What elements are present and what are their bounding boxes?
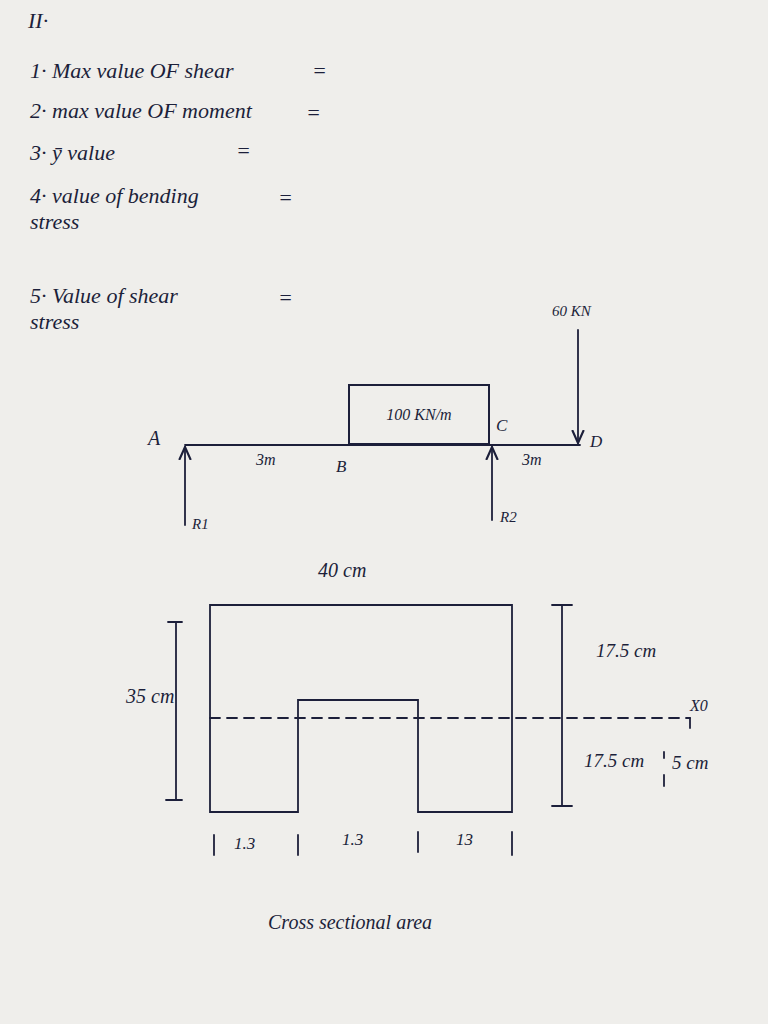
load-arrow [577, 330, 579, 443]
reaction-arrow [491, 447, 493, 520]
question-text: 4· value of bending stress [30, 183, 242, 236]
equals-sign: = [306, 100, 321, 126]
dimension-tick [552, 604, 572, 606]
dimension-tick [663, 775, 665, 786]
dimension-label: 35 cm [126, 684, 174, 708]
dimension-label: 13 [456, 830, 473, 850]
span-length: 3m [522, 450, 542, 469]
dimension-label: 17.5 cm [584, 750, 644, 773]
cross-section [210, 605, 512, 812]
question-text: 5· Value of shear stress [30, 283, 230, 336]
equals-sign: = [312, 58, 327, 84]
dimension-tick [552, 805, 572, 807]
equals-sign: = [236, 138, 251, 164]
question-text: 1· Max value OF shear [30, 58, 233, 84]
point-label: B [336, 457, 346, 477]
point-label: A [148, 426, 160, 450]
reaction-label: R2 [500, 508, 517, 526]
dimension-tick [213, 835, 215, 855]
dimension-line [561, 605, 563, 806]
point-label: C [496, 416, 507, 436]
load-value: 100 KN/m [386, 406, 451, 424]
axis-label: X0 [690, 696, 708, 715]
equals-sign: = [278, 285, 293, 311]
point-label: D [590, 432, 602, 452]
equals-sign: = [278, 185, 293, 211]
dimension-line [175, 622, 177, 800]
neutral-axis [210, 717, 690, 719]
dimension-tick [166, 799, 182, 801]
distributed-load-box: 100 KN/m [348, 384, 490, 445]
dimension-tick [663, 752, 665, 758]
question-text: 2· max value OF moment [30, 98, 252, 124]
axis-tick [689, 718, 691, 728]
section-number: II· [28, 8, 48, 34]
dimension-label: 17.5 cm [596, 640, 656, 663]
dimension-tick [511, 832, 513, 855]
dimension-label: 5 cm [672, 752, 708, 775]
dimension-label: 1.3 [342, 830, 363, 850]
dimension-label: 1.3 [234, 834, 255, 854]
dimension-tick [168, 621, 182, 623]
caption-text: Cross sectional area [268, 910, 432, 934]
dimension-label: 40 cm [318, 558, 366, 582]
question-text: 3· ȳ value [30, 140, 115, 166]
reaction-arrow [184, 447, 186, 525]
load-value: 60 KN [552, 302, 591, 320]
reaction-label: R1 [192, 515, 209, 533]
dimension-tick [417, 832, 419, 852]
span-length: 3m [256, 450, 276, 469]
dimension-tick [297, 835, 299, 855]
